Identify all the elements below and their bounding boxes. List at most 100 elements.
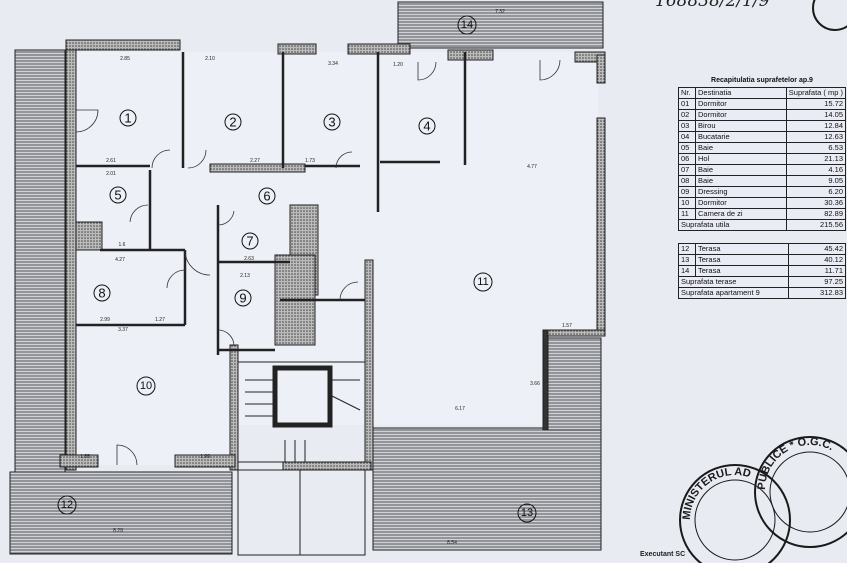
table-cell: 08 <box>678 175 696 187</box>
dimension: 1.99 <box>200 454 210 460</box>
table-cell: Terasa <box>695 254 789 266</box>
dimension: 2.85 <box>120 56 130 62</box>
dimension: 3.66 <box>530 381 540 387</box>
dimension: 8.29 <box>113 528 123 534</box>
dimension: 2.13 <box>240 273 250 279</box>
table-cell: 12.84 <box>785 120 847 132</box>
dimension: 1.20 <box>393 62 403 68</box>
table-cell: 30.36 <box>785 197 847 209</box>
dimension: 3.34 <box>328 61 338 67</box>
table-cell: 10 <box>678 197 696 209</box>
room-7-label: 7 <box>246 234 253 249</box>
table-cell: Baie <box>695 164 787 176</box>
room-10-label: 10 <box>140 380 152 392</box>
room-12-label: 12 <box>61 499 73 511</box>
staircase <box>237 361 366 556</box>
table-cell: Destinatia <box>695 87 787 99</box>
area-summary: Recapitulatia suprafetelor ap.9 Nr.Desti… <box>678 77 847 299</box>
room-8-label: 8 <box>98 286 105 301</box>
room-5-label: 5 <box>114 188 121 203</box>
table-cell: Baie <box>695 175 787 187</box>
table-cell: Bucatarie <box>695 131 787 143</box>
table-cell: Terasa <box>695 243 789 255</box>
table-cell: 15.72 <box>785 98 847 110</box>
dimension: 4.27 <box>115 257 125 263</box>
table-cell: 14.05 <box>785 109 847 121</box>
dimension: 6.17 <box>455 406 465 412</box>
table-cell: Dressing <box>695 186 787 198</box>
terraces <box>9 1 604 555</box>
table-cell: 6.53 <box>785 142 847 154</box>
terrace-13 <box>372 427 602 551</box>
svg-text:PUBLICE * O.G.C.: PUBLICE * O.G.C. <box>756 436 836 490</box>
executant-label: Executant SC <box>640 551 686 558</box>
table-cell: Dormitor <box>695 109 787 121</box>
dimension-labels: 2.85 2.10 3.34 1.20 4.77 2.61 2.27 1.73 … <box>80 9 572 546</box>
handwritten-registration-number: 168838/2/1/9 <box>655 0 770 11</box>
table-title: Recapitulatia suprafetelor ap.9 <box>711 77 813 84</box>
table-cell: 45.42 <box>788 243 846 255</box>
table-cell: 04 <box>678 131 696 143</box>
dimension: 1.85 <box>80 454 90 460</box>
table-cell: Baie <box>695 142 787 154</box>
dimension: 3.37 <box>118 327 128 333</box>
room-13-label: 13 <box>521 507 533 519</box>
table-cell: Dormitor <box>695 197 787 209</box>
table-cell: Terasa <box>695 265 789 277</box>
table-cell: Birou <box>695 120 787 132</box>
table-cell: 12 <box>678 243 696 255</box>
dimension: 1.73 <box>305 158 315 164</box>
table-cell: 01 <box>678 98 696 110</box>
room-3-label: 3 <box>328 115 335 130</box>
room-labels <box>57 15 537 523</box>
table-cell: 11.71 <box>788 265 846 277</box>
interior <box>75 52 598 465</box>
table-cell: 97.25 <box>788 276 846 288</box>
table-cell: Dormitor <box>695 98 787 110</box>
room-14-label: 14 <box>461 19 473 31</box>
table-cell: 05 <box>678 142 696 154</box>
walls <box>59 39 606 471</box>
table-cell: 82.89 <box>785 208 847 220</box>
dimension: 7.32 <box>495 9 505 15</box>
room-2-label: 2 <box>229 115 236 130</box>
table-cell: Suprafata utila <box>678 219 787 231</box>
dimension: 2.99 <box>100 317 110 323</box>
table-cell: 12.63 <box>785 131 847 143</box>
terrace-14 <box>397 1 604 49</box>
stamp-ministry <box>679 464 791 563</box>
table-cell: Nr. <box>678 87 696 99</box>
room-11-label: 11 <box>477 276 488 288</box>
table-cell: 6.20 <box>785 186 847 198</box>
table-cell: 06 <box>678 153 696 165</box>
room-6-label: 6 <box>263 189 270 204</box>
terrace-left-strip <box>14 49 66 476</box>
dimension: 1.6 <box>119 242 126 248</box>
table-cell: 09 <box>678 186 696 198</box>
table-cell: 07 <box>678 164 696 176</box>
terrace-right-strip <box>546 337 602 431</box>
dimension: 2.27 <box>250 158 260 164</box>
terrace-12 <box>9 471 233 555</box>
dimension: 8.54 <box>447 540 457 546</box>
stamp-ogc <box>754 436 847 548</box>
svg-text:MINISTERUL AD: MINISTERUL AD <box>681 466 752 520</box>
table-cell: Suprafata ( mp ) <box>785 87 847 99</box>
table-cell: 14 <box>678 265 696 277</box>
dimension: 2.63 <box>244 256 254 262</box>
dimension: 4.77 <box>527 164 537 170</box>
table-cell: 40.12 <box>788 254 846 266</box>
table-cell: 312.83 <box>788 287 846 299</box>
